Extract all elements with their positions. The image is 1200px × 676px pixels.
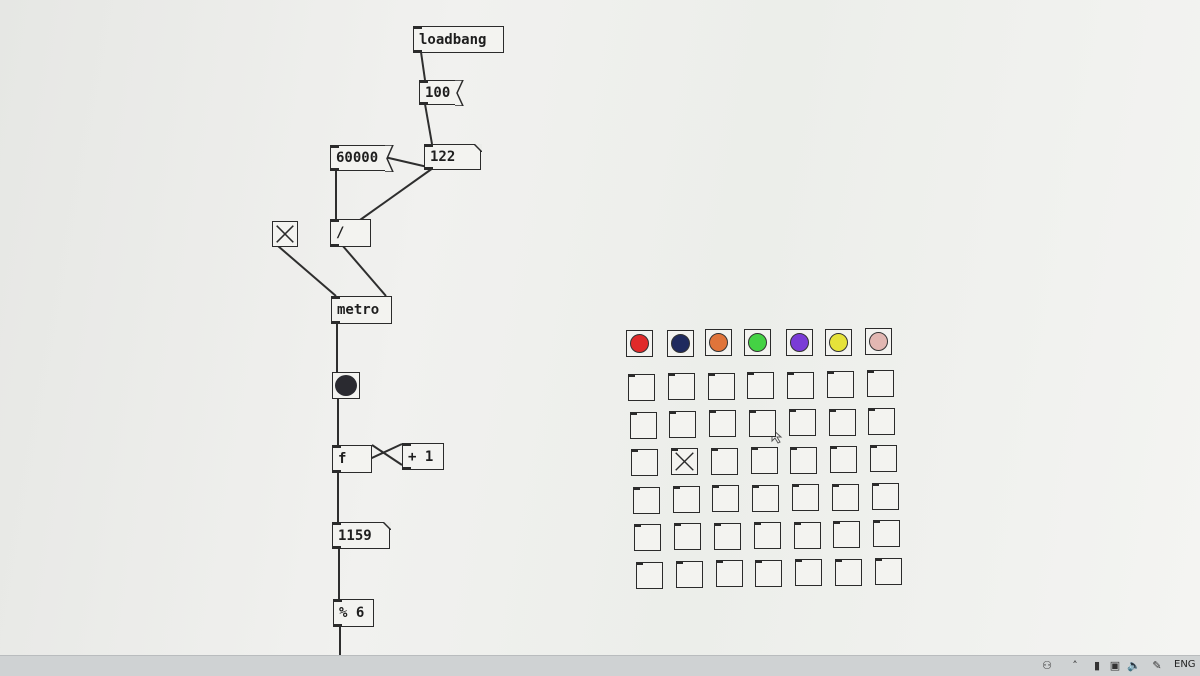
color-bang-7[interactable] [865,328,892,356]
grid-toggle-r6-c2[interactable] [675,560,703,588]
chevron-up-icon[interactable]: ˄ [1072,659,1078,672]
grid-toggle-r2-c3[interactable] [709,410,737,438]
input-language[interactable]: ENG [1174,659,1196,670]
metro-toggle[interactable] [272,221,298,247]
grid-toggle-r1-c3[interactable] [707,372,735,400]
modulo-label: % 6 [339,605,365,621]
color-bang-indicator [829,332,848,352]
grid-toggle-r5-c6[interactable] [833,521,861,548]
grid-toggle-r5-c5[interactable] [793,521,821,549]
grid-toggle-r4-c3[interactable] [712,485,740,513]
grid-toggle-r3-c4[interactable] [750,447,778,475]
color-bang-indicator [790,332,809,352]
grid-toggle-r3-c6[interactable] [830,446,858,473]
message-100[interactable]: 100 [419,79,464,106]
grid-toggle-r1-c5[interactable] [787,371,815,399]
color-bang-2[interactable] [667,329,694,357]
grid-toggle-r2-c6[interactable] [828,408,856,436]
message-60000[interactable]: 60000 [330,144,394,172]
number-box-122-value: 122 [430,149,456,165]
grid-toggle-r1-c2[interactable] [667,373,695,401]
float-label: f [338,451,347,467]
color-bang-4[interactable] [744,329,771,357]
grid-toggle-r3-c3[interactable] [710,447,738,475]
grid-toggle-r6-c7[interactable] [874,557,902,585]
grid-toggle-r4-c7[interactable] [871,482,899,510]
divide-label: / [336,225,345,241]
grid-toggle-r5-c2[interactable] [674,523,702,551]
grid-toggle-r2-c1[interactable] [629,411,657,439]
volume-icon[interactable]: 🔈 [1127,659,1141,672]
number-box-1159-value: 1159 [338,527,372,544]
grid-toggle-r5-c3[interactable] [714,522,741,550]
grid-toggle-r6-c4[interactable] [755,559,783,587]
color-bang-6[interactable] [825,328,852,356]
grid-toggle-r3-c7[interactable] [870,445,897,473]
grid-toggle-r5-c4[interactable] [753,522,781,550]
windows-taskbar: ⚇ ˄ ▮ ▣ 🔈 ✎ ENG [0,655,1200,676]
bang-button[interactable] [332,372,360,399]
grid-toggle-r5-c1[interactable] [634,524,662,551]
plus-one-object[interactable]: + 1 [402,443,444,470]
pen-icon[interactable]: ✎ [1152,659,1162,672]
message-100-label: 100 [425,84,451,101]
grid-toggle-r4-c2[interactable] [672,485,700,513]
grid-toggle-r4-c5[interactable] [792,484,819,512]
grid-toggle-r3-c5[interactable] [790,446,818,474]
color-bang-indicator [869,332,888,352]
grid-toggle-r5-c7[interactable] [873,520,901,548]
loadbang-object[interactable]: loadbang [413,26,504,53]
grid-toggle-r4-c4[interactable] [752,484,780,512]
bang-indicator [335,375,357,396]
grid-toggle-r6-c6[interactable] [835,558,862,586]
float-object[interactable]: f [332,445,372,473]
color-bang-indicator [671,333,690,353]
divide-object[interactable]: / [330,219,371,247]
grid-toggle-r2-c7[interactable] [868,407,896,435]
color-bang-5[interactable] [786,328,813,356]
grid-toggle-r1-c1[interactable] [628,374,655,401]
color-bang-1[interactable] [626,330,653,357]
grid-toggle-r4-c1[interactable] [632,486,660,514]
color-bang-3[interactable] [705,329,732,357]
grid-toggle-r6-c3[interactable] [715,560,743,588]
color-bang-indicator [709,333,728,353]
metro-label: metro [337,302,380,318]
loadbang-label: loadbang [419,31,487,48]
grid-toggle-r3-c2[interactable] [671,448,698,476]
grid-toggle-r3-c1[interactable] [631,449,659,476]
grid-toggle-r1-c7[interactable] [866,370,894,398]
plus-one-label: + 1 [408,448,434,465]
color-bang-indicator [630,334,649,353]
grid-toggle-r1-c6[interactable] [827,371,854,398]
number-box-1159[interactable]: 1159 [332,521,391,549]
grid-toggle-r4-c6[interactable] [831,483,859,511]
grid-toggle-r6-c1[interactable] [636,561,663,589]
grid-toggle-r2-c2[interactable] [669,410,697,438]
grid-toggle-r1-c4[interactable] [747,372,775,400]
modulo-object[interactable]: % 6 [333,599,374,627]
color-bang-indicator [748,333,767,353]
message-60000-label: 60000 [336,150,379,166]
battery-icon[interactable]: ▮ [1093,659,1101,672]
grid-toggle-r6-c5[interactable] [795,559,823,587]
metro-object[interactable]: metro [331,296,392,324]
network-icon[interactable]: ▣ [1109,659,1121,672]
people-icon[interactable]: ⚇ [1042,659,1052,672]
grid-toggle-r2-c5[interactable] [788,409,816,437]
grid-toggle-r2-c4[interactable] [749,409,776,437]
number-box-122[interactable]: 122 [424,143,482,170]
